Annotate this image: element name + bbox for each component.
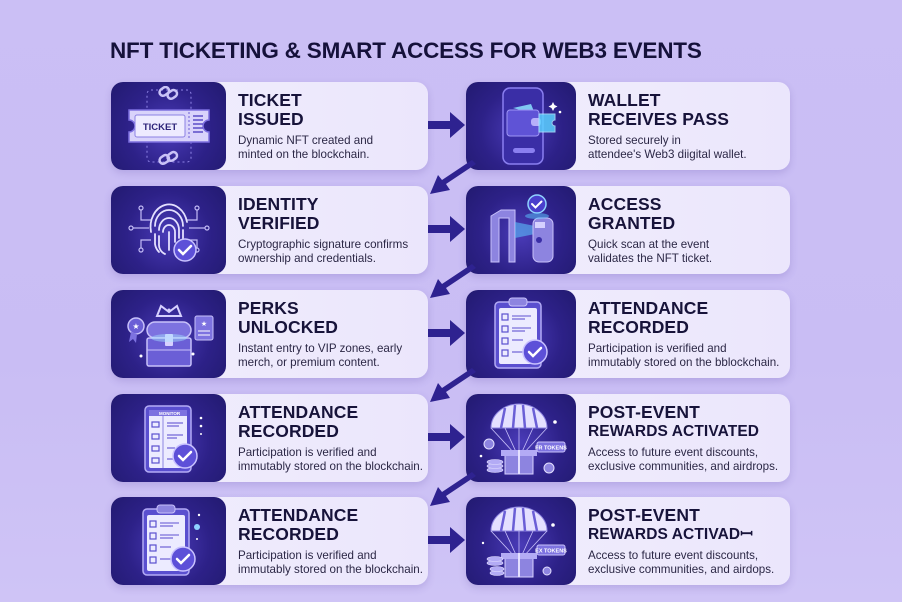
arrow-right-icon: [428, 112, 465, 138]
treasure-chest-icon: ★ ★: [111, 290, 226, 378]
step-desc: immutably stored on the blockchain.: [238, 562, 423, 576]
step-desc: ownership and credentials.: [238, 251, 376, 265]
step-heading: IDENTITY: [238, 194, 319, 214]
step-heading: VERIFIED: [238, 213, 320, 233]
svg-text:★: ★: [132, 322, 139, 331]
step-heading: ATTENDANCE: [238, 402, 359, 422]
arrow-right-icon: [428, 527, 465, 553]
step-desc: validates the NFT ticket.: [588, 251, 713, 265]
step-desc: Dynamic NFT created and: [238, 134, 374, 147]
step-heading: RECORDED: [238, 421, 339, 441]
step-heading: POST-EVENT: [588, 402, 700, 422]
fingerprint-icon: [111, 186, 226, 274]
arrow-right-icon: [428, 320, 465, 346]
step-heading: UNLOCKED: [238, 317, 338, 337]
step-desc: Participation is verified and: [588, 342, 727, 355]
clipboard-check-icon: MONITOR: [111, 394, 226, 482]
step-desc: attendee's Web3 diigital wallet.: [588, 147, 747, 161]
step-heading: RECORDED: [238, 524, 339, 544]
step-desc: Stored securely in: [588, 134, 681, 147]
step-desc: Quick scan at the event: [588, 238, 710, 251]
step-desc: Instant entry to VIP zones, early: [238, 342, 403, 355]
step-heading: RECORDED: [588, 317, 689, 337]
step-heading: RECEIVES PASS: [588, 109, 730, 129]
step-desc: Access to future event discounts,: [588, 446, 759, 459]
step-desc: Access to future event discounts,: [588, 549, 759, 562]
parachute-gift-icon: EX TOKENS: [466, 497, 576, 585]
clipboard-check-icon: [466, 290, 576, 378]
svg-text:EX TOKENS: EX TOKENS: [535, 549, 567, 555]
step-heading: ACCESS: [588, 194, 662, 214]
page-title: NFT TICKETING & SMART ACCESS FOR WEB3 EV…: [110, 38, 702, 63]
arrow-down-left-icon: [430, 160, 476, 194]
wallet-icon: [466, 82, 576, 170]
svg-text:MONITOR: MONITOR: [159, 411, 181, 416]
step-heading: POST-EVENT: [588, 505, 700, 525]
arrow-right-icon: [428, 424, 465, 450]
ticket-icon: TICKET: [111, 82, 226, 170]
step-desc: Cryptographic signature confirms: [238, 238, 409, 251]
step-desc: exclusive communities, and airdops.: [588, 562, 775, 576]
step-heading: ISSUED: [238, 109, 304, 129]
step-heading: WALLET: [588, 90, 661, 110]
svg-text:★: ★: [200, 320, 206, 328]
clipboard-check-icon: [111, 497, 226, 585]
step-heading: PERKS: [238, 298, 299, 318]
step-desc: minted on the blockchain.: [238, 147, 370, 161]
step-heading: ATTENDANCE: [238, 505, 359, 525]
svg-text:FR TOKENS: FR TOKENS: [535, 446, 567, 452]
svg-text:TICKET: TICKET: [142, 122, 177, 133]
turnstile-icon: [466, 186, 576, 274]
step-desc: Participation is verified and: [238, 446, 377, 459]
step-heading: REWARDS ACTIVATED: [588, 423, 760, 440]
parachute-gift-icon: FR TOKENS: [466, 394, 576, 482]
arrow-down-left-icon: [430, 472, 476, 506]
step-desc: immutably stored on the bblockchain.: [588, 355, 780, 369]
step-heading: GRANTED: [588, 213, 676, 233]
arrow-down-left-icon: [430, 368, 476, 402]
step-heading: TICKET: [238, 90, 302, 110]
arrow-down-left-icon: [430, 264, 476, 298]
step-heading: ATTENDANCE: [588, 298, 709, 318]
step-desc: immutably stored on the blockchain.: [238, 459, 423, 473]
step-desc: exclusive communities, and airdrops.: [588, 459, 779, 473]
step-heading: REWARDS ACTIVADꟷ: [588, 526, 753, 543]
step-desc: Participation is verified and: [238, 549, 377, 562]
step-desc: merch, or premium content.: [238, 355, 380, 369]
arrow-right-icon: [428, 216, 465, 242]
